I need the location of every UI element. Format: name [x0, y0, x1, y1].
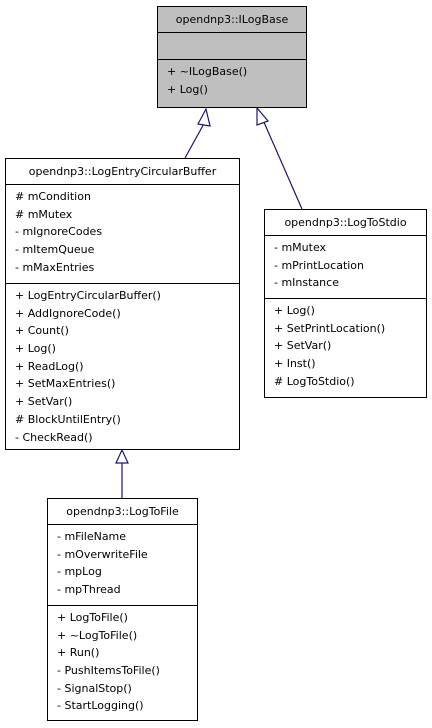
method: + SetVar()	[274, 339, 332, 353]
class-name: opendnp3::LogToFile	[66, 505, 179, 518]
methods-section: + LogToFile() + ~LogToFile() + Run() - P…	[48, 605, 197, 715]
class-logentrycircularbuffer[interactable]: opendnp3::LogEntryCircularBuffer # mCond…	[5, 158, 240, 450]
attribute: - mOverwriteFile	[57, 547, 148, 561]
class-name: opendnp3::LogEntryCircularBuffer	[28, 165, 217, 178]
method: - PushItemsToFile()	[57, 664, 160, 678]
method: # BlockUntilEntry()	[15, 412, 121, 426]
method: - CheckRead()	[15, 430, 93, 444]
attribute: - mMaxEntries	[15, 260, 95, 274]
method: - StartLogging()	[57, 699, 144, 713]
class-name: opendnp3::ILogBase	[175, 13, 289, 26]
attributes-section: # mCondition # mMutex - mIgnoreCodes - m…	[6, 184, 239, 283]
method: + SetVar()	[15, 395, 73, 409]
method: + Log()	[167, 82, 208, 96]
attribute: - mMutex	[274, 241, 327, 254]
methods-section: + ~ILogBase() + Log()	[158, 59, 306, 98]
attribute: - mpThread	[57, 583, 121, 597]
method: - SignalStop()	[57, 681, 132, 695]
method: + Count()	[15, 324, 69, 338]
edge-circularbuffer-to-ilogbase	[184, 107, 211, 159]
method: + SetMaxEntries()	[15, 377, 116, 391]
attribute: - mItemQueue	[15, 243, 95, 257]
attribute: - mIgnoreCodes	[15, 225, 103, 239]
method: + Log()	[15, 342, 56, 356]
method: + ReadLog()	[15, 359, 84, 373]
methods-section: + Log() + SetPrintLocation() + SetVar() …	[265, 298, 426, 390]
attribute: # mCondition	[15, 190, 91, 203]
edge-file-to-circularbuffer	[115, 448, 129, 498]
class-logtostdio[interactable]: opendnp3::LogToStdio - mMutex - mPrintLo…	[264, 209, 427, 398]
attributes-section: - mMutex - mPrintLocation - mInstance	[265, 235, 426, 298]
method: + AddIgnoreCode()	[15, 306, 121, 320]
class-name: opendnp3::LogToStdio	[284, 216, 407, 229]
attribute: - mPrintLocation	[274, 258, 365, 272]
attribute: - mInstance	[274, 276, 339, 290]
method: + ~ILogBase()	[167, 65, 248, 78]
method: + Log()	[274, 304, 315, 317]
method: + LogToFile()	[57, 611, 128, 624]
attribute: - mpLog	[57, 565, 102, 579]
method: + ~LogToFile()	[57, 628, 138, 642]
method: + SetPrintLocation()	[274, 321, 386, 335]
methods-section: + LogEntryCircularBuffer() + AddIgnoreCo…	[6, 283, 239, 446]
attributes-section	[158, 32, 306, 59]
class-logtofile[interactable]: opendnp3::LogToFile - mFileName - mOverw…	[47, 498, 198, 721]
class-ilogbase[interactable]: opendnp3::ILogBase + ~ILogBase() + Log()	[157, 6, 307, 108]
edge-stdio-to-ilogbase	[256, 106, 303, 210]
attributes-section: - mFileName - mOverwriteFile - mpLog - m…	[48, 524, 197, 605]
attribute: # mMutex	[15, 207, 73, 221]
method: + Inst()	[274, 357, 316, 371]
method: + Run()	[57, 646, 100, 660]
attribute: - mFileName	[57, 530, 127, 543]
method: # LogToStdio()	[274, 374, 355, 388]
method: + LogEntryCircularBuffer()	[15, 289, 161, 302]
